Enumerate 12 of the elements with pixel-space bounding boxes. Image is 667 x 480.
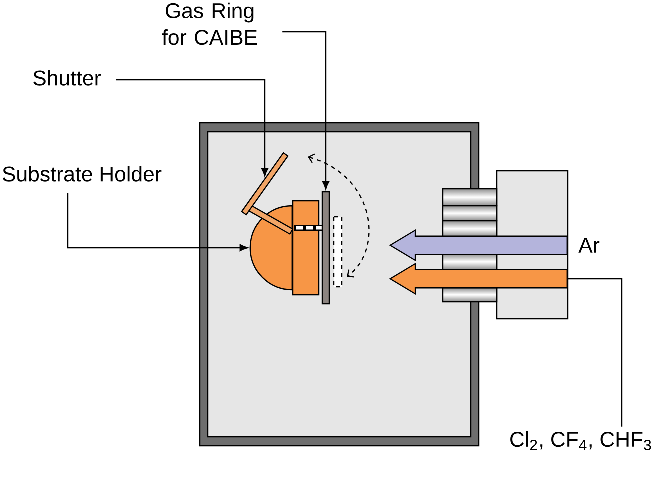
leader-line	[282, 31, 330, 190]
leader-line	[568, 278, 623, 427]
callout-label: Substrate Holder	[2, 166, 162, 182]
leader-line	[116, 79, 269, 176]
callout-label: Shutter	[34, 70, 102, 86]
leader-line	[67, 193, 248, 252]
gas-label: Ar	[578, 238, 600, 253]
shutter	[241, 152, 294, 236]
callout-label: Gas Ring for CAIBE	[162, 2, 258, 46]
gas-ring	[322, 191, 330, 305]
substrate-holder	[250, 200, 323, 296]
callout-label: Cl$_{2}$, CF$_{4}$, CHF$_{3}$	[510, 431, 652, 451]
